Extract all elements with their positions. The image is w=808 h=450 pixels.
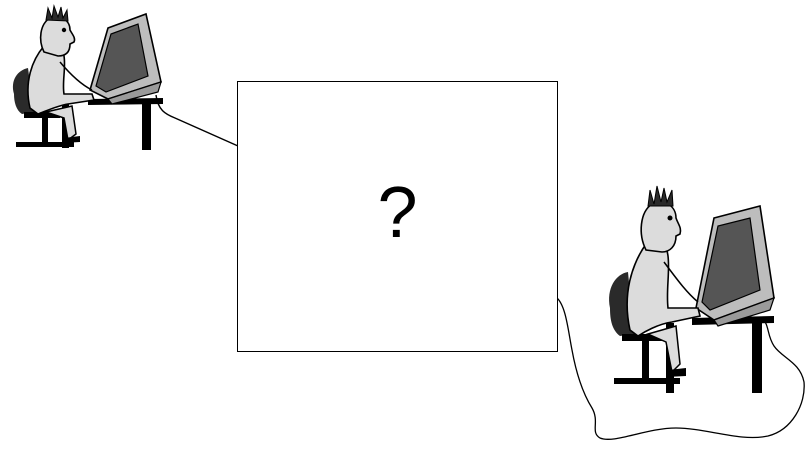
unknown-network-box: ? <box>237 81 558 352</box>
left-monitor <box>90 14 161 104</box>
right-person <box>627 186 700 377</box>
left-person <box>28 6 94 143</box>
person-at-computer-icon <box>604 178 780 398</box>
right-desk <box>666 316 774 393</box>
left-desk <box>62 98 163 150</box>
left-connection-line <box>156 95 238 146</box>
person-at-computer-icon <box>8 2 168 154</box>
question-mark: ? <box>377 177 417 249</box>
right-monitor <box>696 206 774 326</box>
